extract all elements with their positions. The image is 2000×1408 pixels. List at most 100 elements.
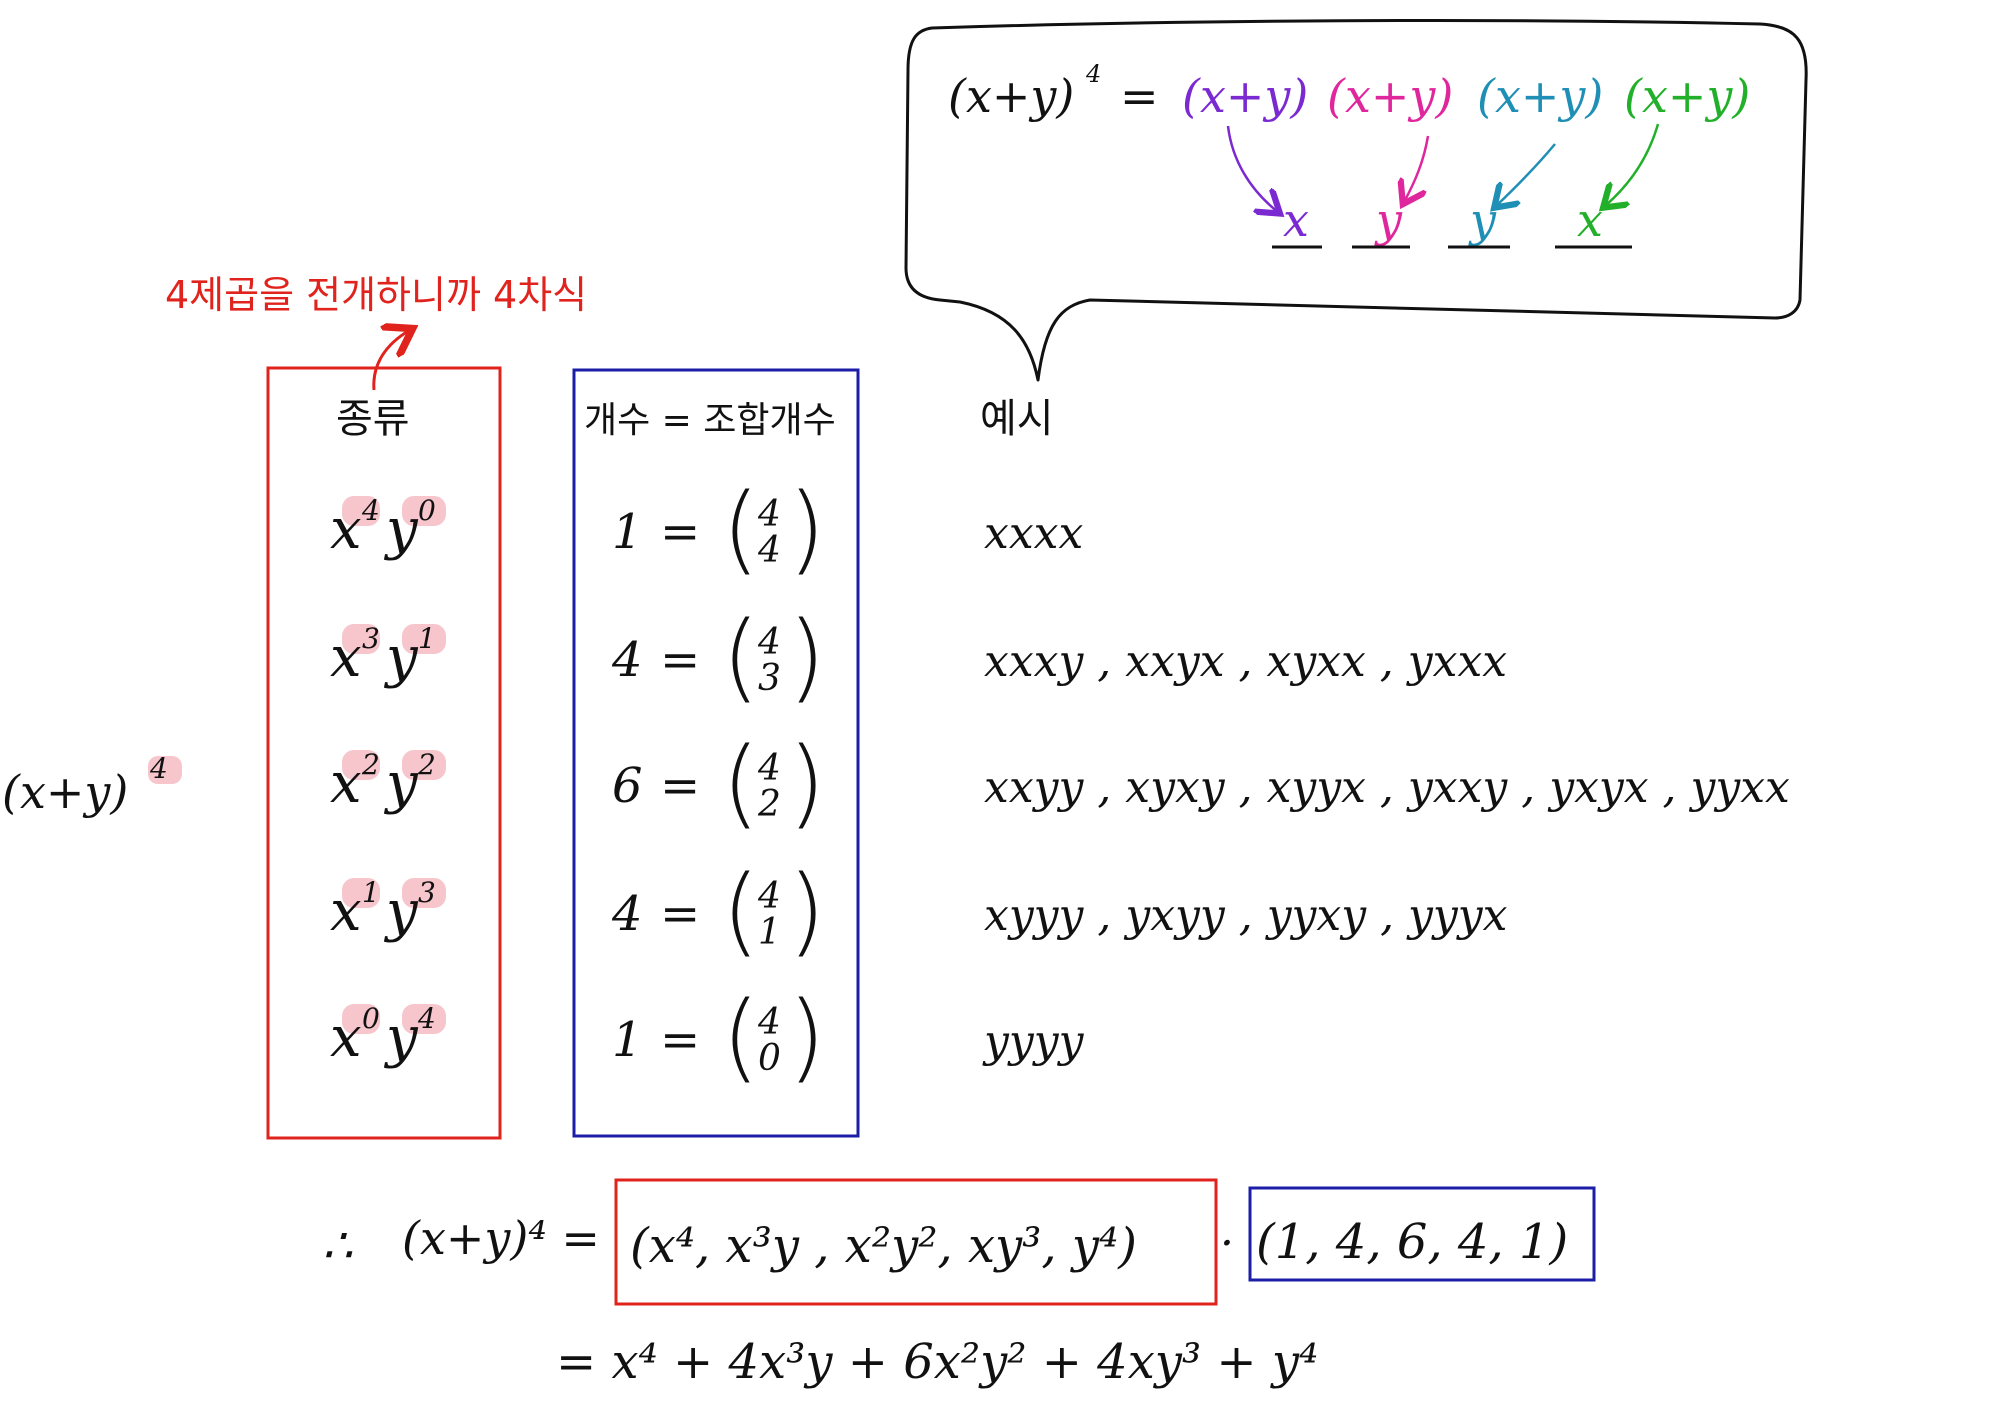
pick-4: x xyxy=(1577,193,1603,247)
terms-box xyxy=(614,1178,1218,1306)
kind-y: y xyxy=(383,497,419,562)
examples: yyyy xyxy=(982,1016,1085,1067)
left-label-base: (x+y) xyxy=(2,765,128,819)
examples: xxxy , xxyx , xyxx , yxxx xyxy=(984,636,1507,687)
kind-x-exponent: 1 xyxy=(362,876,380,909)
conclusion-terms: (x⁴, x³y , x²y², xy³, y⁴) xyxy=(630,1218,1137,1274)
left-exp-highlight xyxy=(148,756,182,784)
exponent-highlight xyxy=(402,496,446,526)
bubble-factor-4: (x+y) xyxy=(1624,69,1750,123)
count-equals: = xyxy=(660,1012,700,1068)
exponent-highlight xyxy=(402,1004,446,1034)
pick-2: y xyxy=(1374,193,1403,247)
binomial-bottom: 3 xyxy=(758,658,781,699)
header-count: 개수 = 조합개수 xyxy=(584,400,836,441)
bubble-factor-1: (x+y) xyxy=(1182,69,1308,123)
binomial-top: 4 xyxy=(757,876,781,917)
conclusion-coeffs: (1, 4, 6, 4, 1) xyxy=(1256,1214,1568,1270)
kind-y-exponent: 2 xyxy=(417,748,436,781)
kind-x-exponent: 2 xyxy=(361,748,380,781)
binomial-right-paren: ) xyxy=(788,473,825,585)
degree-annotation: 4제곱을 전개하니까 4차식 xyxy=(165,273,587,317)
arrow-purple xyxy=(1226,125,1278,212)
kind-y: y xyxy=(383,1005,419,1070)
coeffs-box xyxy=(1248,1186,1596,1282)
count-equals: = xyxy=(660,886,700,942)
binomial-bottom: 1 xyxy=(758,912,781,953)
binomial-bottom: 0 xyxy=(758,1038,781,1079)
kind-y-exponent: 3 xyxy=(418,876,436,909)
therefore-symbol: ∴ xyxy=(322,1218,353,1274)
count-value: 1 xyxy=(612,1012,643,1068)
header-kind: 종류 xyxy=(336,396,410,442)
bubble-lhs-exponent: 4 xyxy=(1085,60,1101,88)
kind-y: y xyxy=(383,751,419,816)
conclusion-lhs: (x+y)⁴ = xyxy=(402,1211,600,1265)
count-equals: = xyxy=(660,632,700,688)
bubble-lhs: (x+y) xyxy=(948,69,1074,123)
annotation-arrow xyxy=(372,330,410,391)
binomial-bottom: 4 xyxy=(757,530,781,571)
kind-y-exponent: 1 xyxy=(418,622,436,655)
count-value: 6 xyxy=(612,758,643,814)
exponent-highlight xyxy=(342,624,380,654)
binomial-right-paren: ) xyxy=(788,727,825,839)
kind-y: y xyxy=(383,879,419,944)
exponent-highlight xyxy=(342,496,380,526)
examples: xxxx xyxy=(984,508,1083,559)
kind-x: x xyxy=(330,879,362,944)
pick-1: x xyxy=(1283,193,1309,247)
arrow-magenta xyxy=(1404,135,1430,202)
kind-column-box xyxy=(266,366,502,1140)
count-equals: = xyxy=(660,758,700,814)
speech-bubble xyxy=(904,19,1808,382)
binomial-top: 4 xyxy=(757,494,781,535)
kind-x-exponent: 3 xyxy=(362,622,380,655)
exponent-highlight xyxy=(402,878,446,908)
binomial-top: 4 xyxy=(757,748,781,789)
arrow-teal xyxy=(1496,143,1556,206)
kind-y: y xyxy=(383,625,419,690)
binomial-bottom: 2 xyxy=(757,784,781,825)
kind-x-exponent: 4 xyxy=(361,494,380,527)
exponent-highlight xyxy=(342,1004,380,1034)
pick-3: y xyxy=(1468,193,1497,247)
kind-x: x xyxy=(330,1005,362,1070)
examples: xxyy , xyxy , xyyx , yxxy , yxyx , yyxx xyxy=(984,762,1790,813)
binomial-top: 4 xyxy=(757,622,781,663)
kind-x-exponent: 0 xyxy=(362,1002,380,1035)
bubble-factor-3: (x+y) xyxy=(1477,69,1603,123)
header-example: 예시 xyxy=(980,396,1054,442)
count-column-box xyxy=(572,368,860,1138)
binomial-right-paren: ) xyxy=(788,855,825,967)
binomial-right-paren: ) xyxy=(788,601,825,713)
kind-y-exponent: 4 xyxy=(417,1002,436,1035)
count-value: 4 xyxy=(611,886,643,942)
kind-x: x xyxy=(330,497,362,562)
bubble-factor-2: (x+y) xyxy=(1327,69,1453,123)
count-value: 1 xyxy=(612,504,643,560)
binomial-left-paren: ( xyxy=(722,727,759,839)
arrow-green xyxy=(1605,123,1660,206)
exponent-highlight xyxy=(402,624,446,654)
bubble-equals: = xyxy=(1120,69,1159,123)
kind-x: x xyxy=(330,625,362,690)
exponent-highlight xyxy=(402,750,446,780)
binomial-left-paren: ( xyxy=(722,855,759,967)
examples: xyyy , yxyy , yyxy , yyyx xyxy=(984,890,1508,941)
binomial-left-paren: ( xyxy=(722,981,759,1093)
left-label-exponent: 4 xyxy=(149,752,168,785)
binomial-top: 4 xyxy=(757,1002,781,1043)
conclusion-result: = x⁴ + 4x³y + 6x²y² + 4xy³ + y⁴ xyxy=(556,1334,1318,1390)
conclusion-dot: · xyxy=(1220,1218,1234,1269)
exponent-highlight xyxy=(342,750,380,780)
kind-x: x xyxy=(330,751,362,816)
kind-y-exponent: 0 xyxy=(418,494,436,527)
count-equals: = xyxy=(660,504,700,560)
count-value: 4 xyxy=(611,632,643,688)
binomial-left-paren: ( xyxy=(722,601,759,713)
exponent-highlight xyxy=(342,878,380,908)
binomial-right-paren: ) xyxy=(788,981,825,1093)
